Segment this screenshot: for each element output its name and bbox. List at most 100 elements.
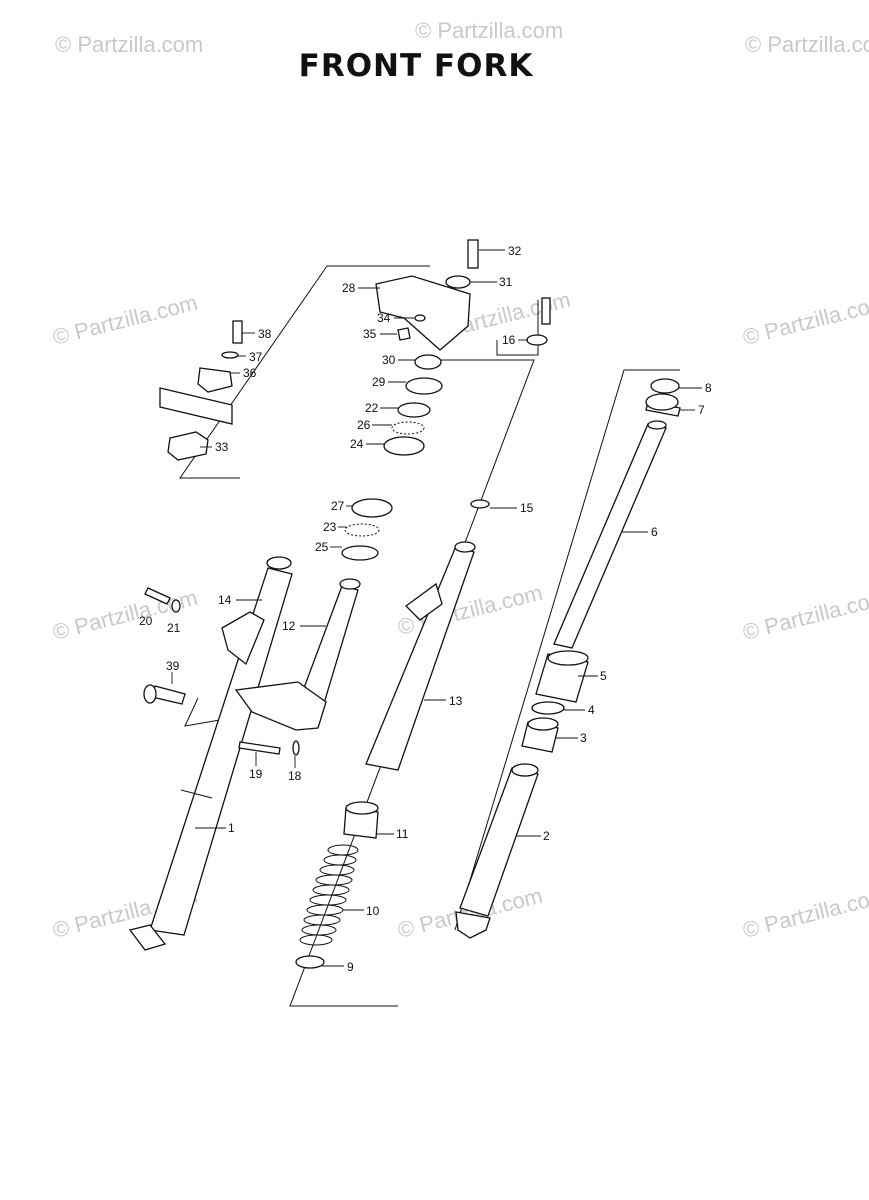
watermark: © Partzilla.com (415, 18, 563, 43)
bush-3-top (527, 717, 559, 731)
callout-4: 4 (588, 703, 595, 717)
callouts: 1 2 3 4 5 6 7 8 9 10 11 12 13 (139, 244, 712, 974)
bearing-23 (344, 523, 380, 537)
inner-tube-13-top (454, 541, 476, 553)
race-27 (351, 498, 393, 518)
callout-31: 31 (499, 275, 513, 289)
steering-stack (341, 239, 551, 561)
bolt-32 (467, 239, 479, 269)
pin-39 (151, 685, 186, 705)
upper-bracket-28 (375, 275, 471, 351)
watermark: © Partzilla.com (740, 585, 869, 645)
fork-tube-6 (553, 423, 667, 649)
spring-10 (299, 844, 359, 946)
callout-14: 14 (218, 593, 232, 607)
right-tube-outline (454, 369, 625, 931)
watermark: © Partzilla.com (740, 290, 869, 350)
callout-34: 34 (377, 311, 391, 325)
callout-26: 26 (357, 418, 371, 432)
callout-9: 9 (347, 960, 354, 974)
washer-21 (171, 599, 181, 613)
callout-28: 28 (342, 281, 356, 295)
race-25 (341, 545, 379, 561)
watermark: © Partzilla.com (55, 32, 203, 57)
bolt-20 (144, 587, 171, 605)
circlip-15 (470, 499, 490, 509)
watermark: © Partzilla.com (50, 290, 200, 350)
callout-35: 35 (363, 327, 377, 341)
left-axle-boss (128, 924, 167, 951)
ring-4 (531, 701, 565, 715)
callout-25: 25 (315, 540, 329, 554)
clamp-upper-half (197, 367, 233, 393)
washer-18 (292, 740, 300, 756)
pin-39-clip (143, 684, 157, 704)
bush-11-top (345, 801, 379, 815)
outer-tube-2-top (511, 763, 539, 777)
callout-6: 6 (651, 525, 658, 539)
callout-13: 13 (449, 694, 463, 708)
handlebar-section (159, 387, 233, 425)
nut-30 (414, 354, 442, 370)
watermark: © Partzilla.com (745, 32, 869, 57)
left-outer-tube (149, 567, 293, 936)
callout-12: 12 (282, 619, 296, 633)
callout-16: 16 (502, 333, 516, 347)
bearing-26 (391, 421, 425, 435)
diagram-title: FRONT FORK (299, 48, 534, 84)
tube-ring (180, 789, 213, 799)
race-29 (405, 377, 443, 395)
right-axle-boss (455, 911, 491, 939)
fork-tube-6-top (647, 420, 667, 430)
left-fork-assembly (128, 320, 361, 951)
callout-2: 2 (543, 829, 550, 843)
callout-1: 1 (228, 821, 235, 835)
callout-5: 5 (600, 669, 607, 683)
cover-7-top (645, 393, 679, 411)
callout-8: 8 (705, 381, 712, 395)
callout-37: 37 (249, 350, 263, 364)
watermark: © Partzilla.com (50, 585, 200, 645)
callout-29: 29 (372, 375, 386, 389)
washer-37 (221, 351, 239, 359)
watermark: © Partzilla.com (740, 883, 869, 943)
callout-18: 18 (288, 769, 302, 783)
washer-34 (414, 314, 426, 322)
lower-bracket (234, 681, 327, 731)
callout-7: 7 (698, 403, 705, 417)
bolt-38 (232, 320, 243, 344)
callout-36: 36 (243, 366, 257, 380)
bracket-group-outline (496, 300, 539, 356)
washer-31 (445, 275, 471, 289)
seal-22 (397, 402, 431, 418)
callout-11: 11 (396, 827, 409, 841)
callout-22: 22 (365, 401, 379, 415)
callout-24: 24 (350, 437, 364, 451)
callout-23: 23 (323, 520, 337, 534)
callout-21: 21 (167, 621, 181, 635)
center-fork-assembly (295, 499, 490, 969)
callout-38: 38 (258, 327, 272, 341)
watermark-layer: © Partzilla.com © Partzilla.com © Partzi… (50, 18, 869, 943)
callout-19: 19 (249, 767, 263, 781)
right-fork-assembly (455, 378, 681, 939)
steering-group-outline (179, 265, 328, 479)
bush-5-top (547, 650, 589, 666)
bolt-19 (238, 741, 281, 755)
callout-27: 27 (331, 499, 345, 513)
clamp-lower-half (167, 431, 209, 461)
washer-16 (526, 334, 548, 346)
steering-stem-top (339, 578, 361, 590)
callout-20: 20 (139, 614, 153, 628)
callout-30: 30 (382, 353, 396, 367)
seal-8 (650, 378, 680, 394)
callout-39: 39 (166, 659, 180, 673)
headlight-bracket (221, 611, 265, 666)
inner-tube-13 (365, 545, 475, 771)
left-outer-tube-top (266, 556, 292, 570)
callout-10: 10 (366, 904, 380, 918)
callout-32: 32 (508, 244, 522, 258)
bolt-16 (541, 297, 551, 325)
callout-3: 3 (580, 731, 587, 745)
